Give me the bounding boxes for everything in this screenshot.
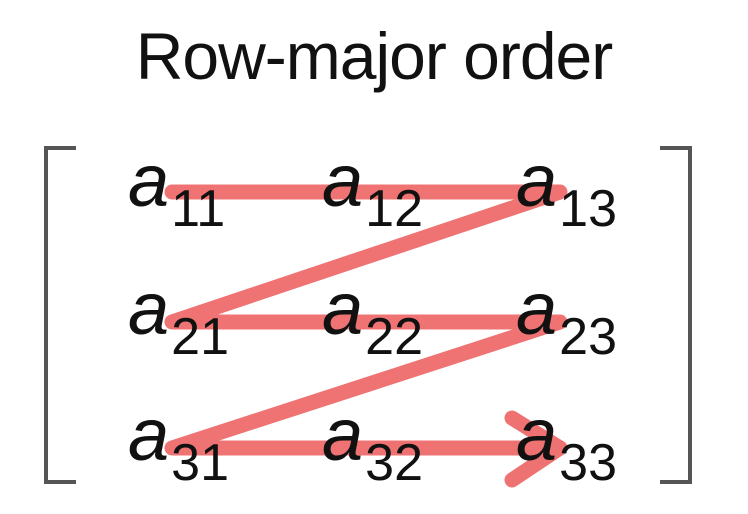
matrix-element-23: a23	[516, 267, 617, 366]
diagram-title: Row-major order	[135, 19, 613, 93]
matrix-element-33: a33	[516, 393, 617, 492]
matrix-element-21: a21	[128, 267, 229, 366]
matrix-element-13: a13	[516, 139, 617, 238]
matrix-element-11: a11	[128, 139, 226, 238]
matrix-element-12: a12	[322, 139, 423, 238]
arrow-head-icon	[504, 410, 568, 488]
row-major-path	[164, 184, 568, 456]
matrix-element-32: a32	[322, 393, 423, 492]
right-bracket	[660, 146, 692, 484]
left-bracket	[44, 146, 76, 484]
matrix-element-22: a22	[322, 267, 423, 366]
matrix-element-31: a31	[128, 393, 229, 492]
